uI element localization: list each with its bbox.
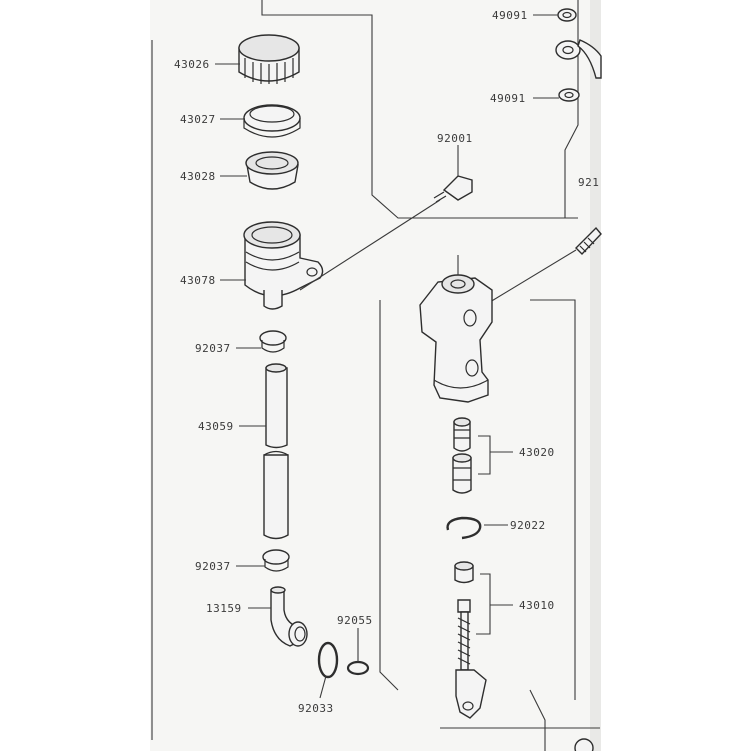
label-92037-top: 92037 xyxy=(195,342,231,355)
label-43026: 43026 xyxy=(174,58,210,71)
part-labels: 43026 43027 43028 43078 92037 43059 9203… xyxy=(174,9,599,715)
part-partial-bottom-right xyxy=(574,738,594,751)
part-13159-elbow xyxy=(270,586,308,647)
paper-edge-shadow xyxy=(590,0,601,751)
label-92055: 92055 xyxy=(337,614,373,627)
label-49091-bottom: 49091 xyxy=(490,92,526,105)
leader-lines xyxy=(215,14,559,699)
part-921-stud xyxy=(489,226,602,303)
label-92033: 92033 xyxy=(298,702,334,715)
part-92033-circlip xyxy=(317,641,339,679)
part-43059-hose xyxy=(263,363,289,540)
label-13159: 13159 xyxy=(206,602,242,615)
part-49091-washer-bottom xyxy=(558,88,580,102)
part-43026-cap xyxy=(238,34,300,84)
label-43010: 43010 xyxy=(519,599,555,612)
part-master-cylinder-body xyxy=(419,255,493,403)
label-43020: 43020 xyxy=(519,446,555,459)
part-92001-bolt xyxy=(299,175,473,291)
part-43028-diaphragm xyxy=(245,151,299,190)
part-49091-washer-top xyxy=(557,8,577,22)
label-92037-bottom: 92037 xyxy=(195,560,231,573)
part-92022-circlip xyxy=(446,516,482,540)
label-921-partial: 921 xyxy=(578,176,599,189)
label-43059: 43059 xyxy=(198,420,234,433)
part-92037-clip-bottom xyxy=(262,549,290,572)
part-43078-reservoir xyxy=(243,221,324,310)
part-43027-plate xyxy=(243,104,301,138)
diagram-frame-lines xyxy=(151,0,600,751)
part-banjo-fitting xyxy=(555,39,602,79)
label-92001: 92001 xyxy=(437,132,473,145)
part-43010-pushrod xyxy=(454,561,487,719)
label-43028: 43028 xyxy=(180,170,216,183)
part-92037-clip-top xyxy=(259,330,287,353)
part-43020-piston xyxy=(452,417,472,494)
label-43027: 43027 xyxy=(180,113,216,126)
label-43078: 43078 xyxy=(180,274,216,287)
label-49091-top: 49091 xyxy=(492,9,528,22)
label-92022: 92022 xyxy=(510,519,546,532)
paper-sheet xyxy=(150,0,601,751)
